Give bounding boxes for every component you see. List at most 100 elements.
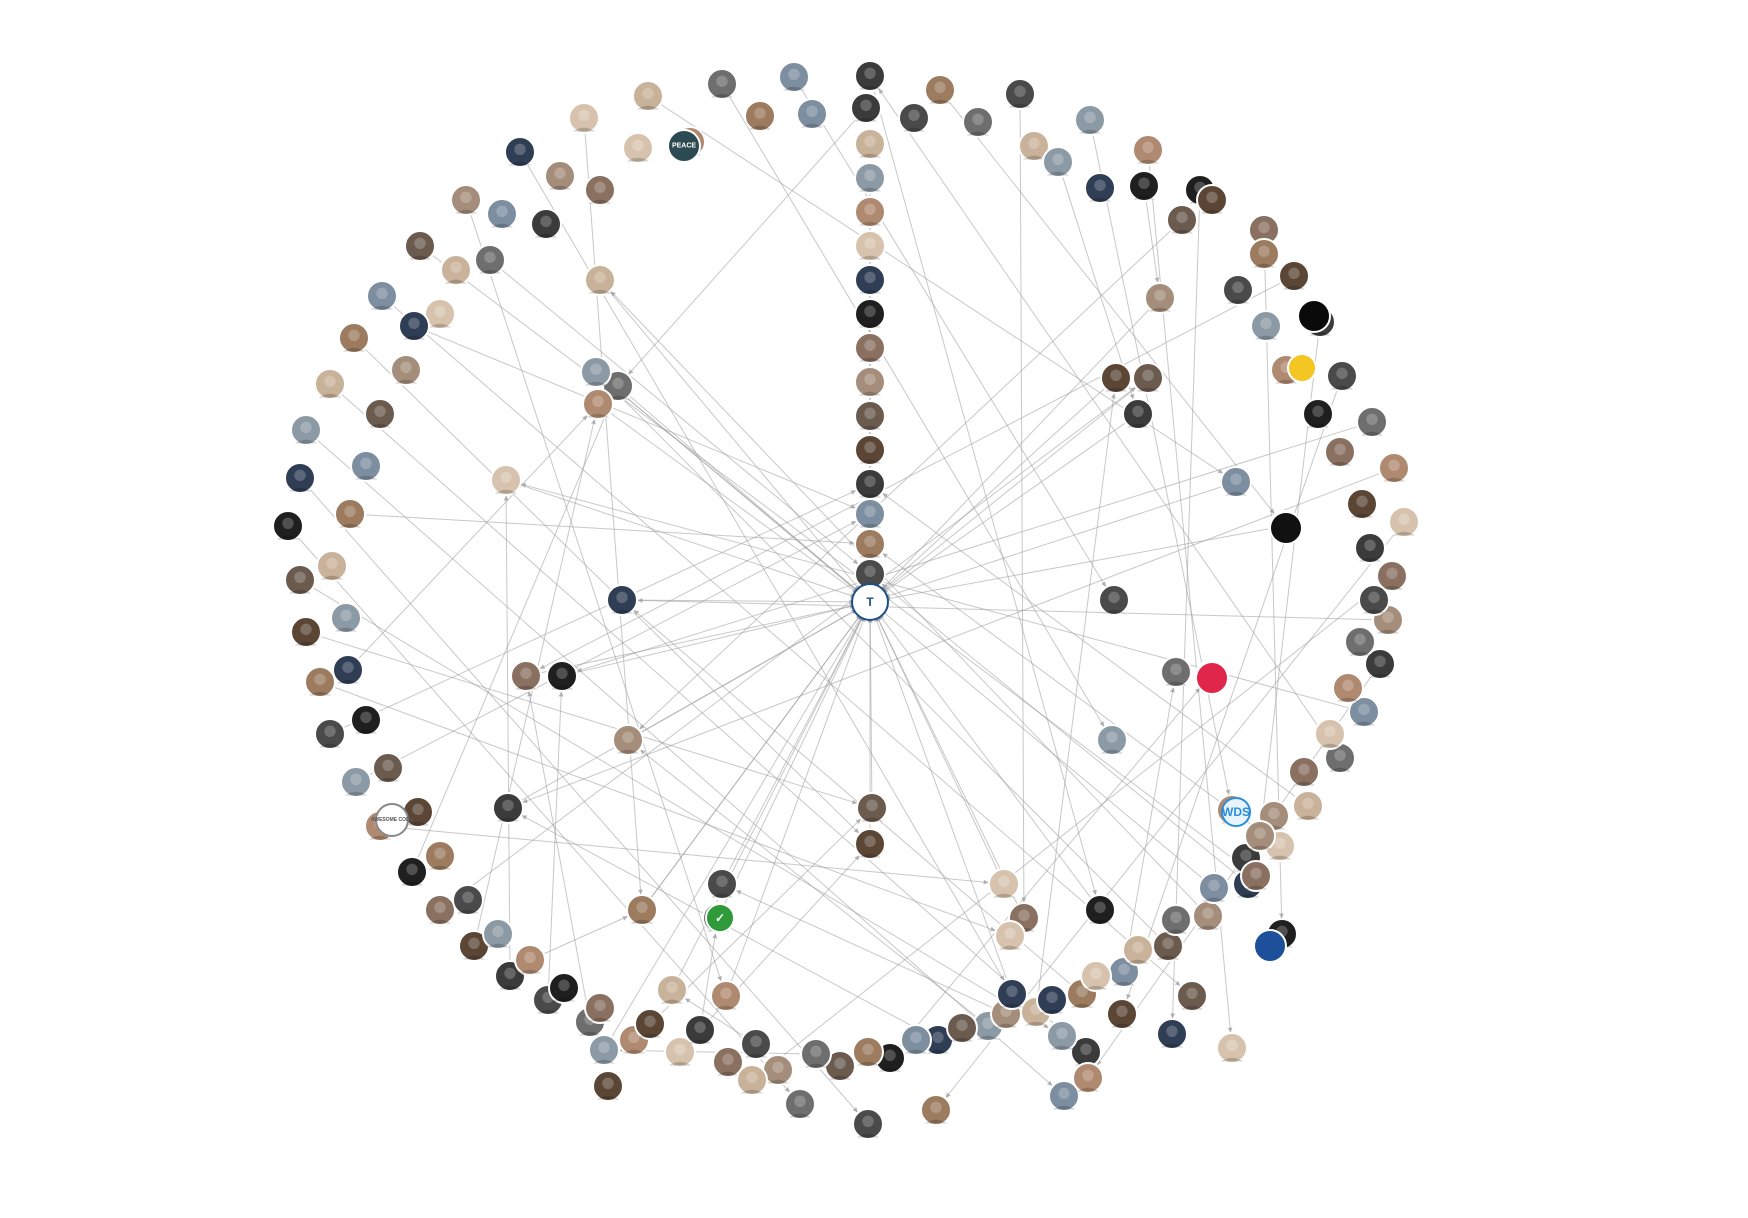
avatar-node[interactable] — [1244, 820, 1276, 852]
avatar-node[interactable] — [424, 298, 456, 330]
dark-badge[interactable] — [1269, 511, 1303, 545]
avatar-node[interactable] — [656, 974, 688, 1006]
avatar-node[interactable] — [784, 1088, 816, 1120]
avatar-node[interactable] — [1122, 398, 1154, 430]
avatar-node[interactable] — [1100, 362, 1132, 394]
avatar-node[interactable] — [398, 310, 430, 342]
pink-logo[interactable] — [1195, 661, 1229, 695]
avatar-node[interactable] — [544, 160, 576, 192]
avatar-node[interactable] — [1302, 398, 1334, 430]
avatar-node[interactable] — [854, 332, 886, 364]
avatar-node[interactable] — [854, 828, 886, 860]
avatar-node[interactable] — [854, 128, 886, 160]
green-check[interactable]: ✓ — [705, 903, 735, 933]
avatar-node[interactable] — [1128, 170, 1160, 202]
avatar-node[interactable] — [706, 68, 738, 100]
avatar-node[interactable] — [762, 1054, 794, 1086]
avatar-node[interactable] — [632, 80, 664, 112]
avatar-node[interactable] — [514, 944, 546, 976]
avatar-node[interactable] — [548, 972, 580, 1004]
black-dot[interactable] — [1297, 299, 1331, 333]
avatar-node[interactable] — [854, 528, 886, 560]
avatar-node[interactable] — [504, 136, 536, 168]
avatar-node[interactable] — [1314, 718, 1346, 750]
avatar-node[interactable] — [706, 868, 738, 900]
avatar-node[interactable] — [920, 1094, 952, 1126]
avatar-node[interactable] — [1122, 934, 1154, 966]
avatar-node[interactable] — [1358, 584, 1390, 616]
blue-planet[interactable] — [1253, 929, 1287, 963]
avatar-node[interactable] — [854, 60, 886, 92]
avatar-node[interactable] — [272, 510, 304, 542]
avatar-node[interactable] — [482, 918, 514, 950]
avatar-node[interactable] — [474, 244, 506, 276]
avatar-node[interactable] — [606, 584, 638, 616]
yellow-face[interactable] — [1287, 353, 1317, 383]
avatar-node[interactable] — [1084, 172, 1116, 204]
avatar-node[interactable] — [510, 660, 542, 692]
avatar-node[interactable] — [584, 992, 616, 1024]
avatar-node[interactable] — [1176, 980, 1208, 1012]
avatar-node[interactable] — [1036, 984, 1068, 1016]
avatar-node[interactable] — [1098, 584, 1130, 616]
avatar-node[interactable] — [1248, 238, 1280, 270]
avatar-node[interactable] — [450, 184, 482, 216]
avatar-node[interactable] — [1348, 696, 1380, 728]
avatar-node[interactable] — [1156, 1018, 1188, 1050]
avatar-node[interactable] — [1324, 436, 1356, 468]
avatar-node[interactable] — [1250, 310, 1282, 342]
avatar-node[interactable] — [1084, 894, 1116, 926]
avatar-node[interactable] — [684, 1014, 716, 1046]
avatar-node[interactable] — [854, 498, 886, 530]
avatar-node[interactable] — [372, 752, 404, 784]
avatar-node[interactable] — [898, 102, 930, 134]
avatar-node[interactable] — [424, 894, 456, 926]
avatar-node[interactable] — [588, 1034, 620, 1066]
avatar-node[interactable] — [486, 198, 518, 230]
avatar-node[interactable] — [710, 980, 742, 1012]
avatar-node[interactable] — [850, 92, 882, 124]
avatar-node[interactable] — [1080, 960, 1112, 992]
awesome-code[interactable]: AWESOME CODE — [371, 803, 414, 837]
avatar-node[interactable] — [824, 1050, 856, 1082]
avatar-node[interactable] — [1018, 130, 1050, 162]
avatar-node[interactable] — [490, 464, 522, 496]
avatar-node[interactable] — [546, 660, 578, 692]
avatar-node[interactable] — [946, 1012, 978, 1044]
avatar-node[interactable] — [1132, 134, 1164, 166]
avatar-node[interactable] — [1324, 742, 1356, 774]
avatar-node[interactable] — [424, 840, 456, 872]
avatar-node[interactable] — [988, 868, 1020, 900]
avatar-node[interactable] — [744, 100, 776, 132]
wds-logo[interactable]: WDS — [1221, 797, 1251, 827]
avatar-node[interactable] — [1072, 1062, 1104, 1094]
avatar-node[interactable] — [314, 368, 346, 400]
avatar-node[interactable] — [1004, 78, 1036, 110]
avatar-node[interactable] — [1216, 1032, 1248, 1064]
avatar-node[interactable] — [800, 1038, 832, 1070]
avatar-node[interactable] — [284, 564, 316, 596]
avatar-node[interactable] — [1160, 656, 1192, 688]
avatar-node[interactable] — [1106, 998, 1138, 1030]
avatar-node[interactable] — [330, 602, 362, 634]
avatar-node[interactable] — [390, 354, 422, 386]
avatar-node[interactable] — [854, 230, 886, 262]
avatar-node[interactable] — [396, 856, 428, 888]
avatar-node[interactable] — [584, 174, 616, 206]
avatar-node[interactable] — [314, 718, 346, 750]
avatar-node[interactable] — [996, 978, 1028, 1010]
avatar-node[interactable] — [366, 280, 398, 312]
avatar-node[interactable] — [736, 1064, 768, 1096]
avatar-node[interactable] — [1332, 672, 1364, 704]
avatar-node[interactable] — [664, 1036, 696, 1068]
avatar-node[interactable] — [304, 666, 336, 698]
avatar-node[interactable] — [900, 1024, 932, 1056]
avatar-node[interactable] — [778, 61, 810, 93]
avatar-node[interactable] — [854, 162, 886, 194]
avatar-node[interactable] — [712, 1046, 744, 1078]
avatar-node[interactable] — [1220, 466, 1252, 498]
avatar-node[interactable] — [854, 196, 886, 228]
avatar-node[interactable] — [332, 654, 364, 686]
avatar-node[interactable] — [350, 450, 382, 482]
avatar-node[interactable] — [340, 766, 372, 798]
